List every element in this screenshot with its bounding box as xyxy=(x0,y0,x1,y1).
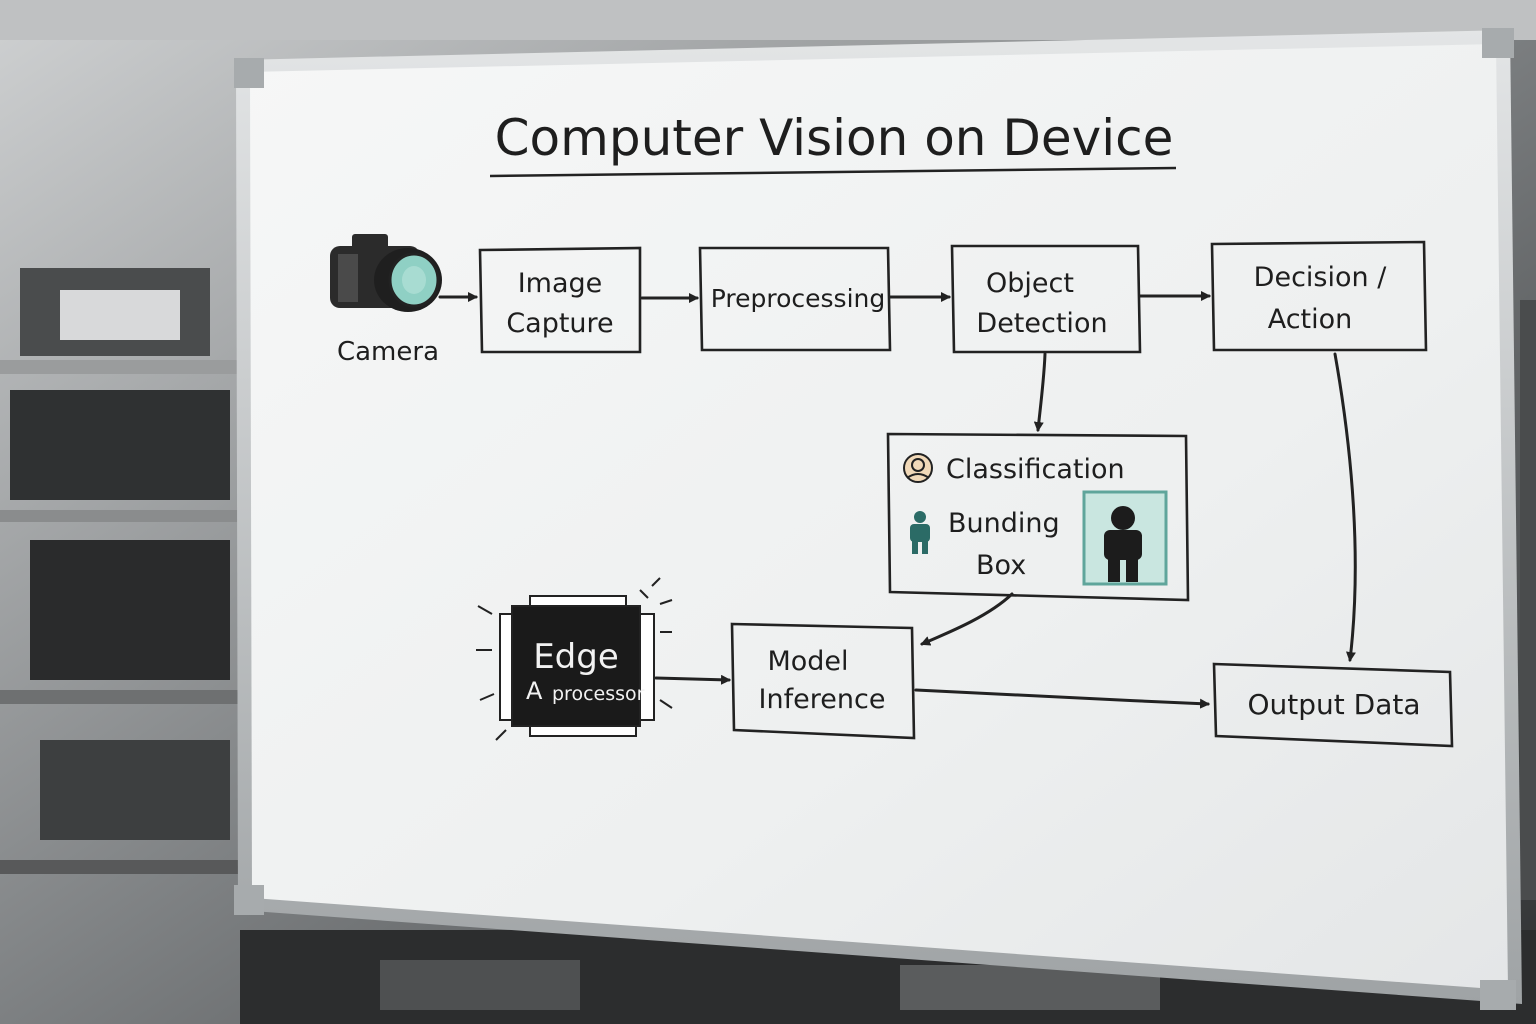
arrow-decision-to-output xyxy=(1333,352,1357,662)
arrow-classification-to-inference xyxy=(920,592,1014,646)
object-detection-box xyxy=(950,244,1142,354)
preprocessing-box xyxy=(698,246,892,352)
person-face-icon xyxy=(903,453,933,483)
edge-chip-label-1: Edge xyxy=(533,637,619,677)
title-underline xyxy=(489,166,1177,178)
image-capture-label-1: Image xyxy=(518,268,603,299)
person-icon xyxy=(910,511,930,554)
bounding-box-person-icon xyxy=(1082,490,1168,586)
classification-label: Classification xyxy=(946,454,1125,485)
decision-action-box xyxy=(1210,240,1428,352)
classification-box xyxy=(886,432,1190,602)
arrow-detection-to-classification xyxy=(1033,352,1047,432)
output-data-label: Output Data xyxy=(1247,688,1420,721)
whiteboard xyxy=(234,28,1522,1010)
object-detection-label-2: Detection xyxy=(976,308,1107,339)
camera-label: Camera xyxy=(337,337,439,367)
bounding-box-label-2: Box xyxy=(976,550,1026,581)
arrow-inference-to-output xyxy=(914,688,1210,709)
camera-icon xyxy=(330,234,442,312)
decision-action-label-1: Decision / xyxy=(1254,262,1388,293)
output-data-box xyxy=(1212,662,1454,748)
image-capture-box xyxy=(478,246,642,354)
bounding-box-label-1: Bunding xyxy=(948,508,1060,539)
image-capture-label-2: Capture xyxy=(506,308,613,339)
preprocessing-label: Preprocessing xyxy=(711,284,885,313)
edge-chip-label-2: A xyxy=(526,677,543,705)
edge-chip-label-3: processor xyxy=(552,683,645,705)
model-inference-box xyxy=(730,622,916,740)
object-detection-label-1: Object xyxy=(986,268,1074,299)
model-inference-label-2: Inference xyxy=(759,684,886,715)
arrow-chip-to-inference xyxy=(654,674,731,685)
decision-action-label-2: Action xyxy=(1268,304,1353,335)
board-title: Computer Vision on Device xyxy=(495,109,1174,167)
chip-icon xyxy=(476,577,673,741)
model-inference-label-1: Model xyxy=(767,646,848,677)
